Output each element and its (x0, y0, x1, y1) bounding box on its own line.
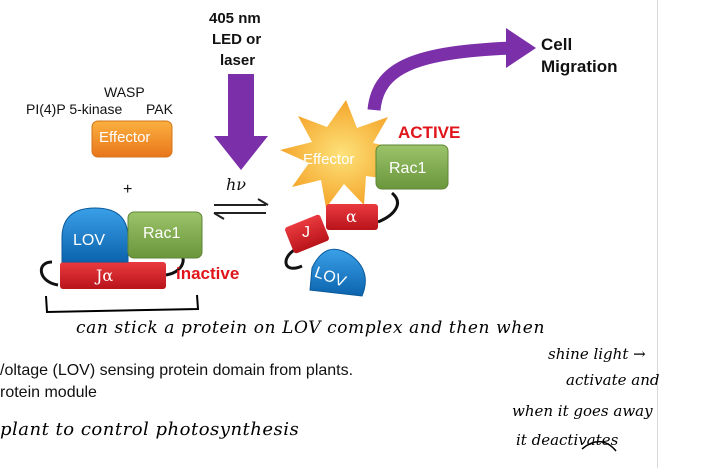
active-state-label: ACTIVE (398, 123, 461, 142)
handwritten-note-6: plant to control photosynthesis (0, 419, 300, 440)
cell-migration-line1: Cell (541, 35, 573, 54)
handwritten-flourish (581, 441, 617, 452)
effector-wasp: WASP (104, 84, 145, 100)
effector-box-label: Effector (99, 129, 151, 146)
effector-box (91, 120, 173, 158)
light-source-line3: laser (220, 52, 256, 69)
handwritten-bracket (45, 294, 200, 314)
page-divider (657, 0, 658, 468)
alpha-label-active: α (346, 207, 357, 226)
handwritten-note-3: activate and (566, 371, 660, 389)
light-arrow (214, 74, 268, 170)
rac1-label-active: Rac1 (389, 160, 427, 177)
inactive-state-label: inactive (176, 264, 240, 283)
migration-arrow (367, 28, 536, 111)
plus-sign: + (123, 181, 133, 198)
handwritten-note-4: when it goes away (512, 402, 653, 420)
j-label-active: J (302, 224, 310, 241)
handwritten-note-1: can stick a protein on LOV complex and t… (76, 318, 546, 338)
rac1-label-inactive: Rac1 (143, 225, 181, 242)
cell-migration-line2: Migration (541, 57, 618, 76)
light-source-line1: 405 nm (209, 10, 261, 27)
slide-text-line2: rotein module (0, 384, 97, 401)
light-source-line2: LED or (212, 31, 262, 48)
ja-label-inactive: Jα (96, 266, 114, 285)
active-complex (280, 100, 449, 297)
equilibrium-arrows (213, 198, 269, 220)
effector-pak: PAK (146, 101, 173, 117)
handwritten-note-5: it deactivates (516, 431, 619, 449)
effector-pi4p5k: PI(4)P 5-kinase (26, 101, 123, 117)
handwritten-note-2: shine light → (548, 345, 646, 363)
slide-text-line1: /oltage (LOV) sensing protein domain fro… (0, 362, 354, 379)
hv-symbol: hν (226, 175, 247, 194)
inactive-complex (40, 207, 203, 289)
effector-label-active: Effector (303, 151, 355, 168)
lov-label-inactive: LOV (73, 232, 106, 249)
